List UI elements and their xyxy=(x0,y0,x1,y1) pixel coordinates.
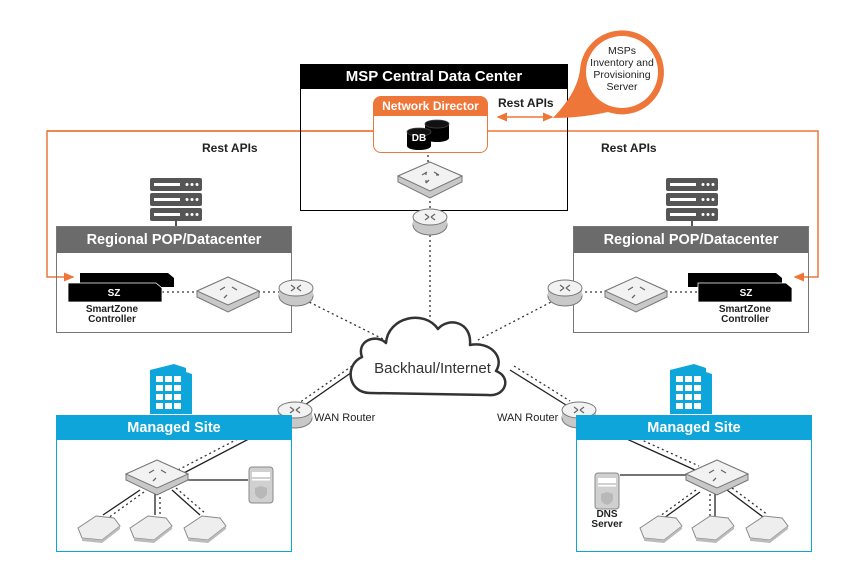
cloud-label: Backhaul/Internet xyxy=(374,360,491,377)
central-dc-title: MSP Central Data Center xyxy=(301,65,567,89)
access-point-icon xyxy=(183,515,227,543)
central-data-center: MSP Central Data Center xyxy=(300,64,568,211)
inventory-server-bubble xyxy=(553,30,664,118)
left-regional-title: Regional POP/Datacenter xyxy=(57,227,291,253)
dns-server-label: DNS Server xyxy=(591,509,623,530)
right-sz-badge: SZ xyxy=(739,288,753,299)
core-switch-icon xyxy=(396,161,464,199)
left-access-points xyxy=(77,515,227,543)
left-regional-switch-icon xyxy=(195,276,261,313)
left-site-server-icon xyxy=(248,466,274,504)
db-label: DB xyxy=(411,133,427,144)
access-point-icon xyxy=(129,515,173,543)
core-router-icon xyxy=(412,208,448,236)
rest-api-right-connector xyxy=(468,126,819,282)
right-wan-router-label: WAN Router xyxy=(497,412,559,424)
left-managed-site-title: Managed Site xyxy=(57,416,291,440)
right-building-icon xyxy=(670,364,712,414)
dns-server-icon xyxy=(594,472,620,510)
rest-api-label-left: Rest APIs xyxy=(202,141,258,155)
left-regional-router-icon xyxy=(278,279,314,307)
right-managed-site-box: Managed Site xyxy=(576,415,812,552)
access-point-icon xyxy=(691,515,735,543)
left-wan-router-label: WAN Router xyxy=(314,412,376,424)
left-server-rack-icon xyxy=(150,178,202,228)
database-icon xyxy=(406,119,450,150)
right-regional-switch-icon xyxy=(603,276,669,313)
rest-api-label-right: Rest APIs xyxy=(601,141,657,155)
right-regional-box: Regional POP/Datacenter xyxy=(573,226,809,333)
right-smartzone-label: SmartZone Controller xyxy=(718,304,772,325)
right-regional-router-icon xyxy=(547,279,583,307)
inventory-line-4: Server xyxy=(606,81,638,93)
left-sz-badge: SZ xyxy=(107,288,121,299)
access-point-icon xyxy=(745,515,789,543)
left-smartzone-label: SmartZone Controller xyxy=(85,304,139,325)
right-site-switch-icon xyxy=(684,459,750,496)
inventory-line-1: MSPs xyxy=(607,45,636,57)
left-regional-box: Regional POP/Datacenter xyxy=(56,226,292,333)
left-building-icon xyxy=(150,364,192,414)
right-regional-title: Regional POP/Datacenter xyxy=(574,227,808,253)
right-access-points xyxy=(639,515,789,543)
inventory-server-text: MSPs Inventory and Provisioning Server xyxy=(587,45,657,93)
right-server-rack-icon xyxy=(666,178,718,228)
left-site-switch-icon xyxy=(124,459,190,496)
right-managed-site-title: Managed Site xyxy=(577,416,811,440)
left-smartzone-controller-icon xyxy=(67,273,174,303)
left-managed-site-box: Managed Site xyxy=(56,415,292,552)
cloud-icon xyxy=(349,316,507,397)
inventory-line-2: Inventory and xyxy=(590,57,654,69)
access-point-icon xyxy=(77,515,121,543)
inventory-line-3: Provisioning xyxy=(593,69,651,81)
network-director-title: Network Director xyxy=(374,97,487,116)
rest-api-label-top: Rest APIs xyxy=(498,96,554,110)
access-point-icon xyxy=(639,515,683,543)
right-smartzone-controller-icon xyxy=(688,273,793,303)
